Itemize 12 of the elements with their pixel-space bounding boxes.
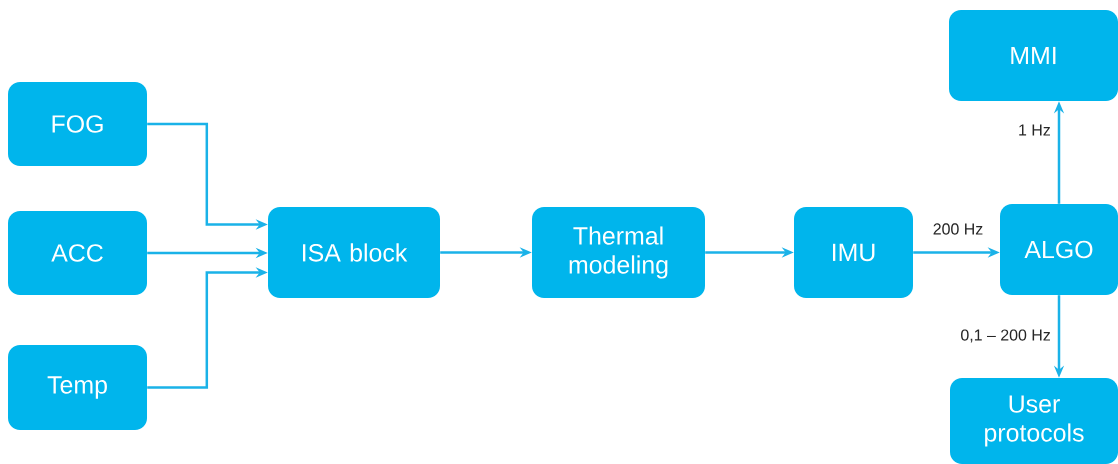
process-box: Thermal modeling <box>532 207 705 298</box>
process-box: ALGO <box>1000 204 1118 295</box>
process-box: User protocols <box>950 378 1118 464</box>
process-box: ACC <box>8 211 147 295</box>
process-box: ISA block <box>268 207 440 298</box>
process-box: MMI <box>949 10 1118 101</box>
edge-label: 200 Hz <box>931 222 985 236</box>
process-box: IMU <box>794 207 913 298</box>
edge-label: 1 Hz <box>1017 123 1052 137</box>
process-box: Temp <box>8 345 147 430</box>
edge-label: 0,1 – 200 Hz <box>959 328 1052 344</box>
process-box: FOG <box>8 82 147 166</box>
